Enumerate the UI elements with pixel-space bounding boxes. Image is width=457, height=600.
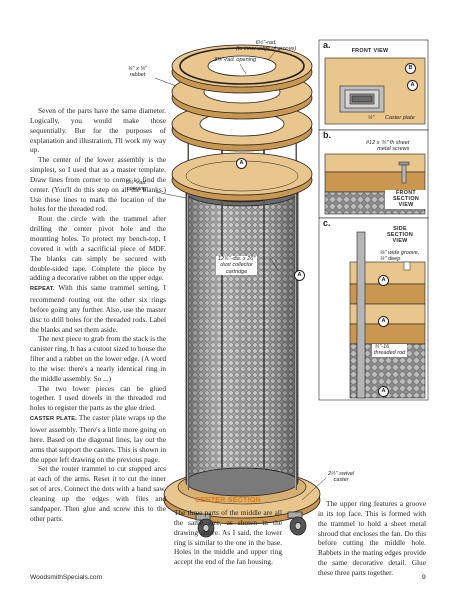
- canister-ring: [171, 152, 313, 202]
- left-column-text: Seven of the parts have the same diamete…: [30, 106, 166, 523]
- paragraph-body: The caster plate wraps up the lower asse…: [30, 413, 166, 464]
- label-canister-opening: 6½"-rad. opening: [126, 180, 147, 193]
- paragraph-caster-plate: CASTER PLATE. The caster plate wraps up …: [30, 413, 166, 464]
- paragraph: The three parts of the middle are all th…: [174, 508, 282, 567]
- callout-a-panel-c-2: A: [378, 316, 389, 327]
- panel-a-letter: a.: [323, 40, 331, 50]
- paragraph: Set the router trammel to cut stopped ar…: [30, 464, 166, 523]
- paragraph: The two lower pieces can be glued togeth…: [30, 383, 166, 413]
- panel-a-dimension: ½": [368, 115, 375, 121]
- panel-b-screw-label: #12 x ⅗" fh sheet metal screws: [366, 140, 410, 153]
- callout-a-upper: A: [236, 158, 247, 169]
- section-heading-center: CENTER SECTION: [194, 497, 262, 504]
- threaded-rod-detail: [356, 231, 366, 399]
- panel-b-heading: FRONT SECTION VIEW: [385, 190, 427, 209]
- callout-a-panel-a: A: [407, 80, 418, 91]
- callout-b: B: [405, 63, 416, 74]
- paragraph: The next piece to grab from the stack is…: [30, 334, 166, 383]
- right-column-text: The upper ring features a groove in its …: [318, 499, 426, 578]
- label-opening-radius: 3⅞"-rad. opening: [214, 57, 257, 63]
- panel-c-rod-label: ⅗"-16 threaded rod: [372, 344, 408, 357]
- callout-a-panel-c-3: A: [378, 386, 389, 397]
- paragraph-repeat: REPEAT. With this same trammel setting, …: [30, 283, 166, 334]
- label-cartridge: 12¾"-dia. x 26" dust collector cartridge: [216, 256, 258, 276]
- callout-a-cartridge: A: [294, 270, 305, 281]
- paragraph-body: With this same trammel setting, I recomm…: [30, 283, 166, 334]
- panel-a-caster-plate-label: Caster plate: [385, 115, 415, 121]
- label-swivel-caster: 2½" swivel caster: [328, 471, 355, 484]
- panel-a-heading: FRONT VIEW: [351, 48, 389, 54]
- filter-cartridge: [185, 177, 299, 497]
- panel-c-letter: c.: [323, 218, 331, 228]
- panel-c-groove-label: ⅛" wide groove, ¼" deep: [380, 250, 420, 263]
- label-rabbet: ¼" x ¼" rabbet: [128, 66, 147, 79]
- page-number: 9: [422, 574, 426, 581]
- callout-a-panel-c-1: A: [378, 275, 389, 286]
- caster-left: [195, 513, 215, 538]
- footer-website[interactable]: WoodsmithSpecials.com: [30, 574, 103, 581]
- center-column-text: The three parts of the middle are all th…: [174, 508, 282, 567]
- label-groove-radius: 6½"-rad. (to inner edge of groove): [236, 40, 297, 53]
- runin-heading: CASTER PLATE.: [30, 416, 77, 423]
- panel-b-letter: b.: [323, 130, 331, 140]
- paragraph: The center of the lower assembly is the …: [30, 155, 166, 214]
- sheet-metal-screws: [398, 161, 410, 184]
- caster-right: [287, 511, 307, 536]
- paragraph: The upper ring features a groove in its …: [318, 499, 426, 577]
- paragraph: Rout the circle with the trammel after d…: [30, 214, 166, 283]
- paragraph: Seven of the parts have the same diamete…: [30, 106, 166, 155]
- runin-heading: REPEAT.: [30, 286, 55, 293]
- panel-c-heading: SIDE SECTION VIEW: [386, 226, 414, 245]
- upper-ring: [171, 44, 313, 94]
